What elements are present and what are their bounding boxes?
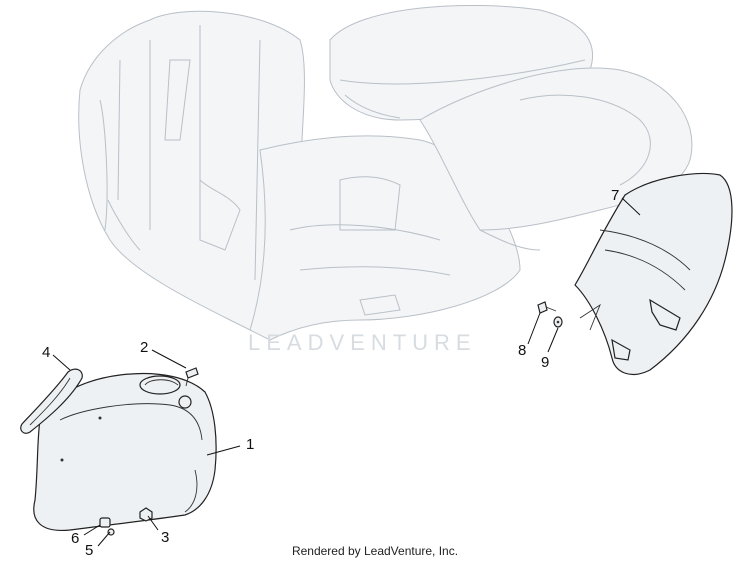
render-credit-footer: Rendered by LeadVenture, Inc. xyxy=(291,544,459,558)
callout-6[interactable]: 6 xyxy=(71,530,79,547)
callouts: 1 2 3 4 5 6 7 8 9 xyxy=(42,187,619,559)
callout-8[interactable]: 8 xyxy=(518,342,526,359)
leader-lines xyxy=(52,197,641,547)
small-fasteners xyxy=(99,517,115,536)
screw-part xyxy=(185,367,199,387)
watermark-text: LEADVENTURE xyxy=(248,330,477,355)
scooter-body-ghost: LEADVENTURE xyxy=(78,4,693,355)
callout-9[interactable]: 9 xyxy=(541,354,549,371)
callout-7[interactable]: 7 xyxy=(611,187,619,204)
callout-2[interactable]: 2 xyxy=(140,339,148,356)
rear-mudguard xyxy=(574,172,733,375)
callout-3[interactable]: 3 xyxy=(161,529,169,546)
bolt-part xyxy=(537,301,557,314)
front-trim xyxy=(20,368,83,434)
callout-5[interactable]: 5 xyxy=(85,542,93,559)
washer-part xyxy=(553,316,563,328)
front-fender xyxy=(33,372,217,532)
callout-1[interactable]: 1 xyxy=(246,436,254,453)
callout-4[interactable]: 4 xyxy=(42,344,50,361)
